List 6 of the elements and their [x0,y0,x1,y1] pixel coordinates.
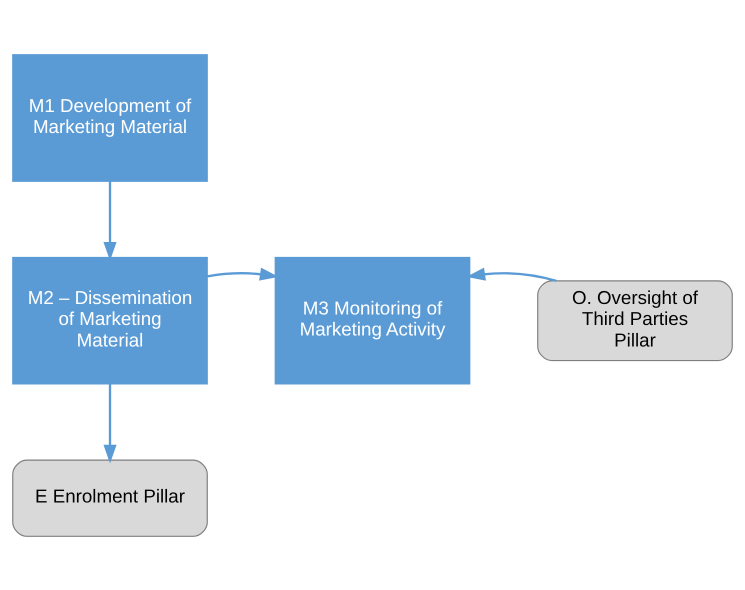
node-box: E Enrolment Pillar [12,459,208,536]
node-box: M2 – Dissemination of Marketing Material [12,256,208,384]
node-box: O. Oversight of Third Parties Pillar [537,280,733,361]
node-box: M1 Development of Marketing Material [12,54,208,182]
node-box: M3 Monitoring of Marketing Activity [274,256,470,384]
arrow [103,384,117,464]
